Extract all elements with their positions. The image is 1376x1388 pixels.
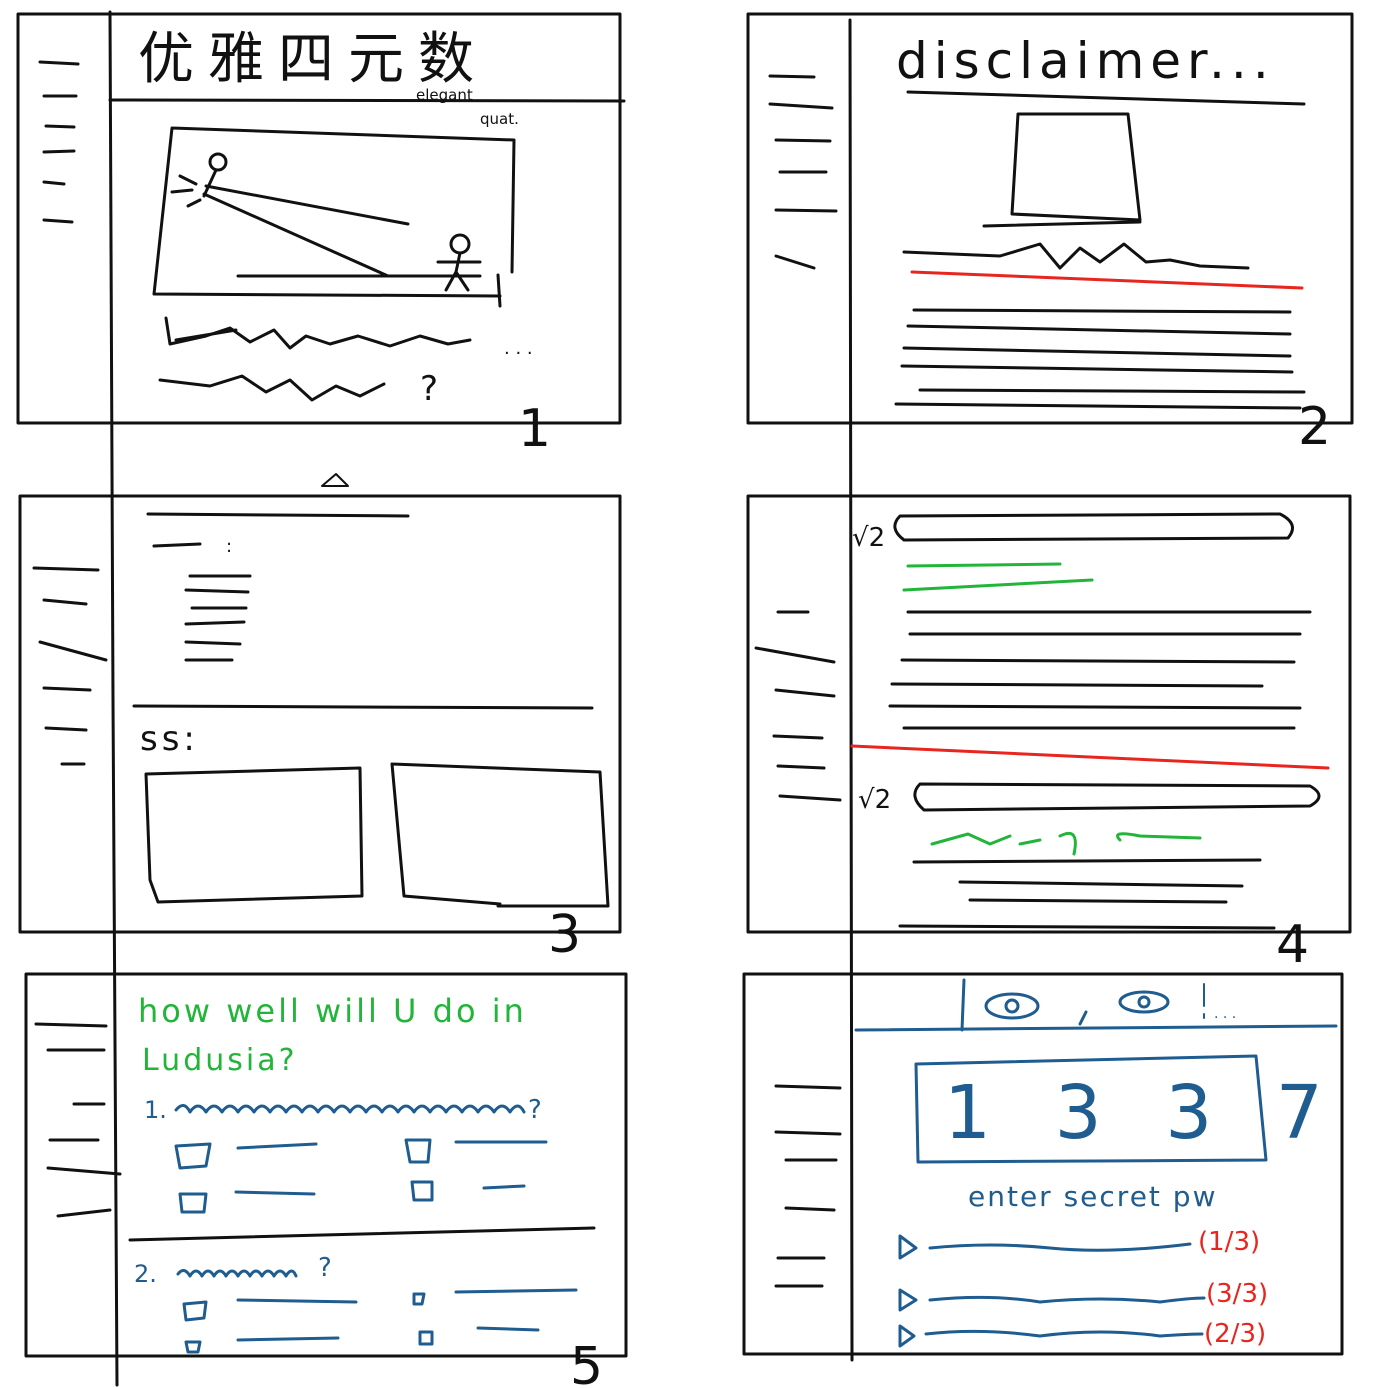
panel-4: √2 √2 4 bbox=[746, 494, 1352, 975]
quiz-title: how well will U do in bbox=[138, 992, 527, 1030]
sidebar-lines bbox=[768, 74, 838, 270]
text-lines bbox=[888, 610, 1312, 730]
play-icon[interactable] bbox=[898, 1234, 918, 1260]
password-item[interactable]: (2/3) bbox=[898, 1319, 1266, 1349]
screenshots-label: ss: bbox=[140, 719, 199, 759]
play-icon[interactable] bbox=[898, 1324, 916, 1348]
progress-count: (1/3) bbox=[1198, 1227, 1260, 1257]
root-symbol: √2 bbox=[858, 785, 891, 815]
question-label: 1. bbox=[144, 1096, 167, 1124]
eye-icon[interactable] bbox=[1118, 990, 1170, 1014]
ellipsis: . . . bbox=[504, 338, 533, 359]
triangle-marker bbox=[321, 473, 349, 487]
quiz-title: Ludusia? bbox=[142, 1043, 298, 1078]
disclaimer-text-lines bbox=[894, 308, 1306, 410]
password-item[interactable]: (1/3) bbox=[898, 1227, 1260, 1260]
text-lines bbox=[898, 858, 1276, 930]
panel-2: disclaimer... 2 bbox=[746, 12, 1354, 457]
option-checkbox[interactable] bbox=[412, 1292, 426, 1306]
question-2: 2. ? bbox=[134, 1253, 578, 1354]
sidebar-lines bbox=[32, 566, 108, 766]
sidebar-lines bbox=[754, 610, 842, 802]
option-checkbox[interactable] bbox=[418, 1330, 434, 1346]
colon: : bbox=[226, 536, 232, 557]
sidebar-lines bbox=[34, 1022, 122, 1218]
display-digits: 1 3 3 7 bbox=[944, 1070, 1343, 1156]
ellipsis: . . . bbox=[1214, 1006, 1236, 1022]
panel-5: how well will U do in Ludusia? 1. ? 2. ? bbox=[24, 972, 628, 1388]
text-lines bbox=[184, 574, 252, 662]
title-translation-note: quat. bbox=[480, 110, 519, 128]
panel-3: : ss: 3 bbox=[18, 494, 622, 965]
sidebar-lines bbox=[38, 60, 80, 224]
title-translation-note: elegant bbox=[416, 86, 473, 104]
option-checkbox[interactable] bbox=[184, 1340, 202, 1354]
panel-number: 5 bbox=[570, 1337, 603, 1388]
question-mark: ? bbox=[318, 1253, 332, 1283]
password-prompt: enter secret pw bbox=[968, 1180, 1217, 1213]
screenshot-placeholder bbox=[390, 762, 610, 908]
screenshot-placeholder bbox=[144, 766, 364, 904]
question-mark: ? bbox=[420, 369, 438, 409]
question-label: 2. bbox=[134, 1260, 157, 1288]
option-checkbox[interactable] bbox=[404, 1138, 432, 1164]
option-checkbox[interactable] bbox=[410, 1180, 434, 1202]
panel-number: 2 bbox=[1298, 397, 1331, 457]
panel-6: . . . 1 3 3 7 enter secret pw (1/3) (3/3… bbox=[742, 972, 1344, 1356]
progress-count: (2/3) bbox=[1204, 1319, 1266, 1349]
panel-title: disclaimer... bbox=[896, 32, 1275, 90]
panel-title: 优雅四元数 bbox=[138, 27, 488, 92]
root-symbol: √2 bbox=[852, 523, 885, 553]
option-checkbox[interactable] bbox=[174, 1142, 212, 1170]
progress-count: (3/3) bbox=[1206, 1279, 1268, 1309]
question-mark: ? bbox=[528, 1095, 542, 1125]
panel-number: 1 bbox=[518, 399, 551, 459]
question-1: 1. ? bbox=[144, 1095, 548, 1214]
eye-toolbar: . . . bbox=[854, 978, 1338, 1032]
guide-lines bbox=[108, 10, 854, 1387]
description-scribble bbox=[158, 316, 472, 402]
hero-image-placeholder bbox=[152, 126, 516, 308]
play-icon[interactable] bbox=[898, 1288, 918, 1312]
password-item[interactable]: (3/3) bbox=[898, 1279, 1268, 1312]
hat-image bbox=[982, 112, 1142, 228]
eye-icon[interactable] bbox=[984, 992, 1040, 1020]
sidebar-lines bbox=[774, 1084, 842, 1288]
option-checkbox[interactable] bbox=[182, 1300, 208, 1322]
panel-1: 优雅四元数 elegant quat. . . . ? 1 bbox=[16, 12, 626, 459]
option-checkbox[interactable] bbox=[178, 1192, 208, 1214]
panel-number: 3 bbox=[548, 905, 581, 965]
panel-number: 4 bbox=[1276, 915, 1309, 975]
code-display: 1 3 3 7 bbox=[914, 1054, 1343, 1164]
